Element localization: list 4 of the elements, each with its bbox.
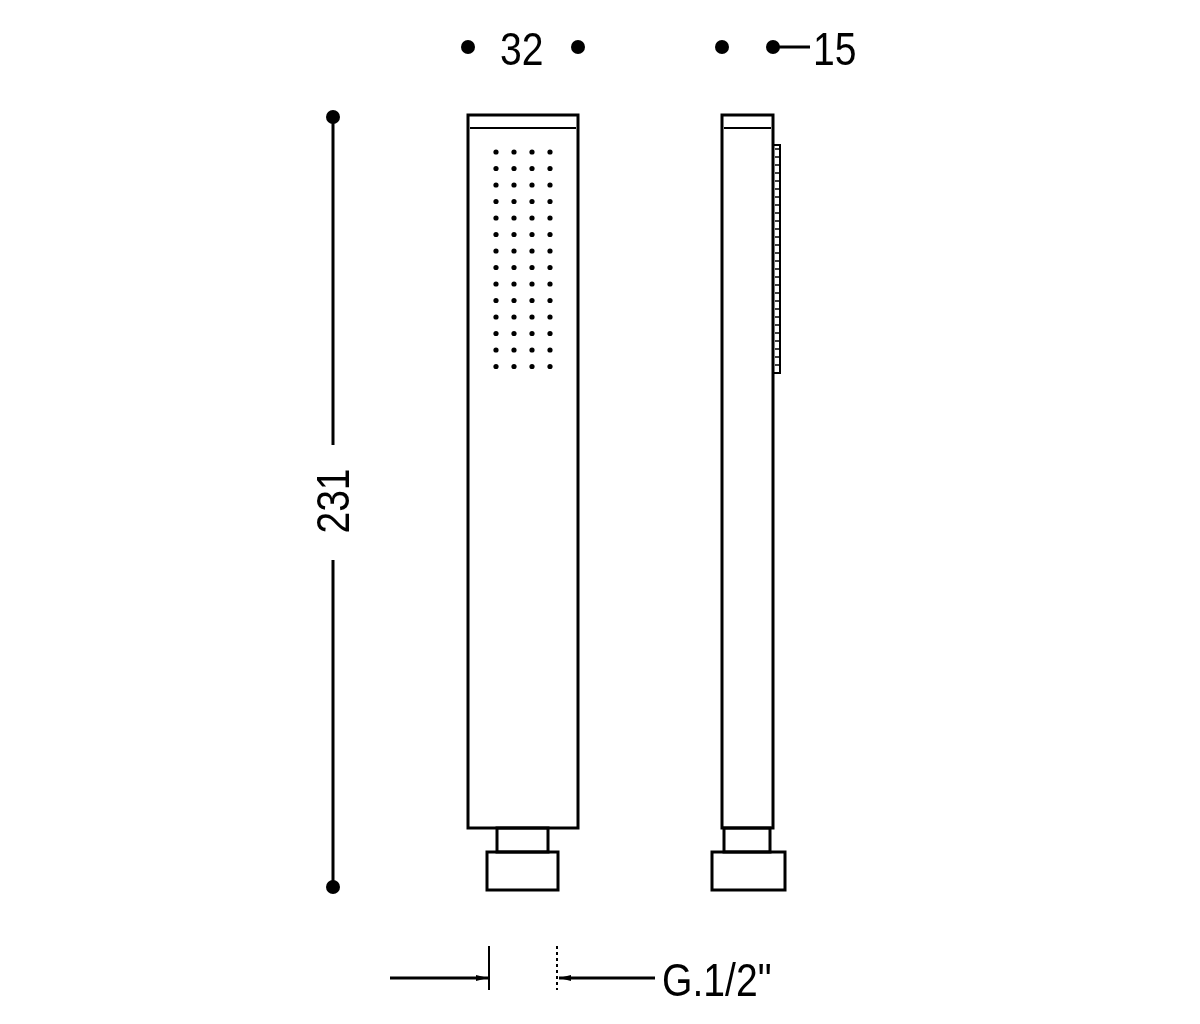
dimension-label: 231 xyxy=(310,468,357,534)
dimension-label: 32 xyxy=(500,26,544,72)
dimension-label: 15 xyxy=(813,26,857,72)
thread-size-label: G.1/2" xyxy=(662,957,772,1003)
